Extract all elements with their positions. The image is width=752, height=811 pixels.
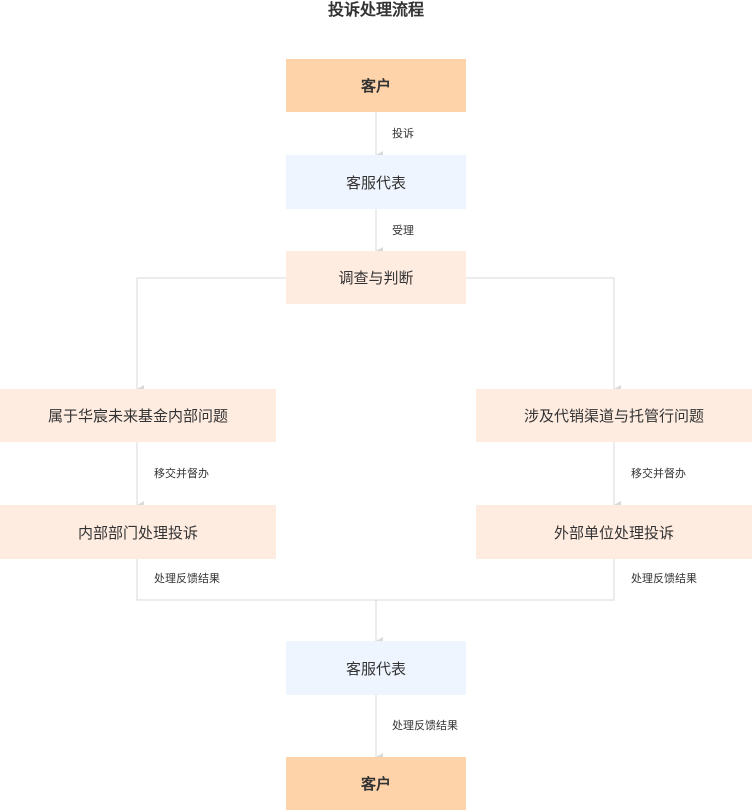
node-customer-bottom-label: 客户	[360, 775, 391, 793]
edge-to-internal	[136, 277, 286, 393]
node-internal-issue: 属于华宸未来基金内部问题	[0, 389, 276, 442]
node-service-top: 客服代表	[286, 155, 466, 209]
edge-label-feedback-bottom: 处理反馈结果	[392, 719, 458, 732]
edge-label-accept: 受理	[392, 224, 414, 237]
node-internal-handle: 内部部门处理投诉	[0, 505, 276, 559]
node-external-handle: 外部单位处理投诉	[476, 505, 752, 559]
node-customer-top-label: 客户	[360, 77, 391, 95]
node-customer-bottom: 客户	[286, 757, 466, 810]
edge-label-feedback-right: 处理反馈结果	[631, 572, 697, 585]
node-internal-handle-label: 内部部门处理投诉	[77, 523, 198, 542]
node-external-issue-label: 涉及代销渠道与托管行问题	[523, 407, 704, 425]
node-investigate: 调查与判断	[286, 251, 466, 304]
edge-label-feedback-left: 处理反馈结果	[154, 572, 220, 585]
node-service-top-label: 客服代表	[345, 173, 406, 192]
edge-label-complain: 投诉	[392, 127, 414, 140]
node-internal-issue-label: 属于华宸未来基金内部问题	[47, 407, 228, 425]
node-investigate-label: 调查与判断	[338, 269, 414, 287]
edge-label-transfer-left: 移交并督办	[154, 467, 209, 480]
node-customer-top: 客户	[286, 59, 466, 112]
diagram-title: 投诉处理流程	[327, 0, 424, 19]
node-service-bottom: 客服代表	[286, 641, 466, 695]
edge-to-external	[466, 277, 621, 393]
node-external-handle-label: 外部单位处理投诉	[553, 523, 674, 542]
node-service-bottom-label: 客服代表	[345, 659, 406, 678]
edge-label-transfer-right: 移交并督办	[631, 467, 686, 480]
node-external-issue: 涉及代销渠道与托管行问题	[476, 389, 752, 442]
